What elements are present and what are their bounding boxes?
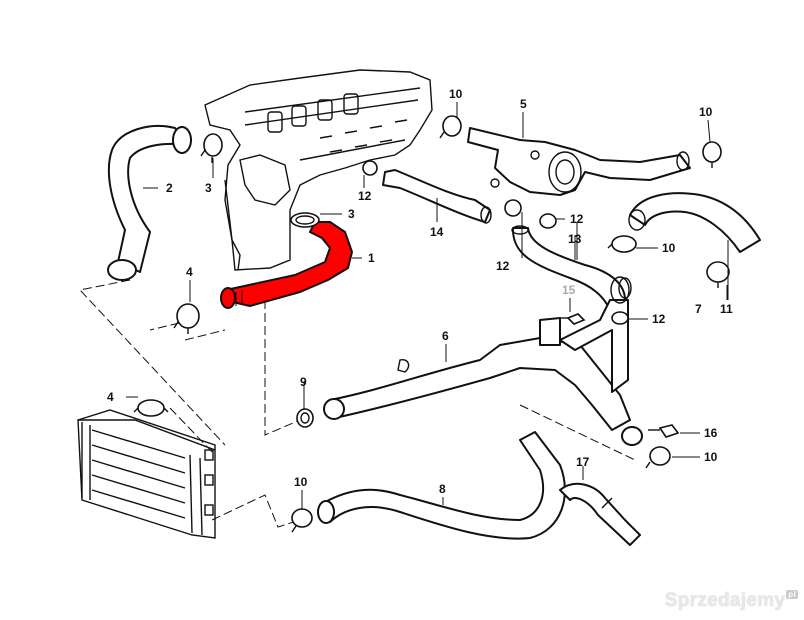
callout-7: 7: [695, 302, 702, 316]
clamp-4a: [173, 303, 200, 334]
callout-4b: 4: [107, 390, 114, 404]
callout-6: 6: [442, 329, 449, 343]
dashed-links: [79, 279, 636, 528]
callout-12d: 12: [652, 312, 666, 326]
callout-3b: 3: [348, 207, 355, 221]
hose-7: [628, 192, 761, 253]
leader-lines: [126, 102, 729, 510]
callout-13: 13: [568, 232, 582, 246]
callout-4a: 4: [186, 265, 193, 279]
clamp-10a: [439, 115, 462, 139]
water-pipe-6: [323, 276, 643, 446]
clamp-10e: [291, 508, 313, 533]
clamp-12a: [362, 160, 378, 176]
callout-labels: 1 2 3 3 4 4 5 6 7 8 9 10 10 10 10 10 11 …: [107, 87, 733, 496]
bracket-17: [559, 482, 641, 546]
callout-3a: 3: [205, 181, 212, 195]
bolt-15: [560, 313, 586, 325]
callout-16: 16: [704, 426, 718, 440]
callout-10b: 10: [699, 105, 713, 119]
callout-17: 17: [576, 455, 590, 469]
clamp-3a: [200, 133, 223, 163]
hose-2: [107, 125, 192, 281]
clamp-3b: [290, 212, 320, 228]
watermark-text: Sprzedajemy: [664, 590, 786, 611]
clamp-11: [706, 261, 730, 288]
clamp-12c: [539, 213, 557, 229]
clamp-10d: [645, 446, 671, 469]
engine-block: [204, 69, 433, 271]
clamp-12d: [611, 311, 629, 325]
callout-12b: 12: [496, 259, 510, 273]
clamp-10c: [607, 235, 637, 253]
callout-12a: 12: [358, 189, 372, 203]
hose-1-highlighted: [220, 221, 353, 309]
callout-2: 2: [166, 181, 173, 195]
radiator: [77, 409, 216, 539]
clamp-12b: [504, 199, 522, 217]
hose-14: [382, 169, 492, 224]
callout-11: 11: [720, 302, 733, 316]
callout-10d: 10: [704, 450, 718, 464]
callout-10c: 10: [662, 241, 676, 255]
callout-12c: 12: [570, 212, 584, 226]
thermostat-housing: [467, 127, 691, 196]
bolt-16: [648, 424, 680, 438]
callout-10e: 10: [294, 475, 308, 489]
watermark-badge: pl: [786, 590, 798, 599]
clamps: [133, 115, 730, 533]
callout-5: 5: [520, 97, 527, 111]
callout-1: 1: [368, 251, 375, 265]
callout-9: 9: [300, 375, 307, 389]
hose-8: [317, 431, 566, 540]
clamp-4b: [133, 399, 169, 417]
callout-10a: 10: [449, 87, 463, 101]
callout-14: 14: [430, 225, 444, 239]
gasket-9: [296, 408, 314, 428]
callout-15: 15: [562, 283, 576, 297]
callout-8: 8: [439, 482, 446, 496]
clamp-10b: [702, 141, 722, 168]
